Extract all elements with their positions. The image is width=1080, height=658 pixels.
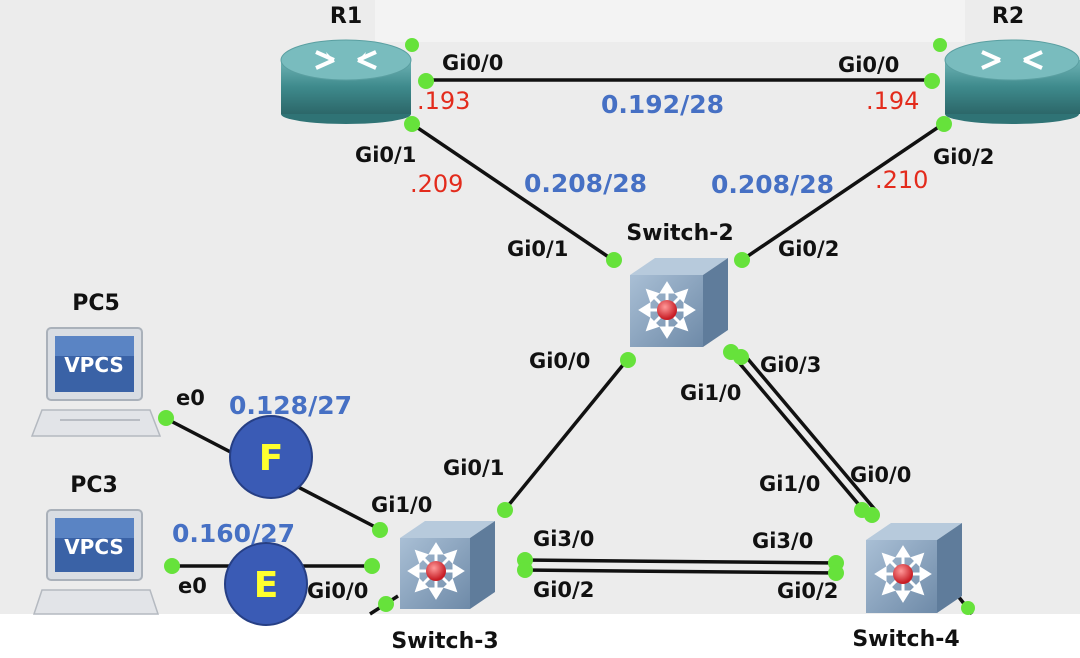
port-sw4-gi00: Gi0/0 xyxy=(850,463,911,487)
switch-3[interactable] xyxy=(400,521,495,609)
port-sw3-gi01: Gi0/1 xyxy=(443,456,504,480)
port-sw2-gi03: Gi0/3 xyxy=(760,353,821,377)
port-sw3-gi10: Gi1/0 xyxy=(371,493,432,517)
net-r1-switch2: 0.208/28 xyxy=(524,169,647,198)
ip-r2-gi00: .194 xyxy=(866,87,919,115)
vpcs-label: VPCS xyxy=(64,353,124,377)
label-pc3: PC3 xyxy=(70,473,118,498)
link-switch3-switch4-b xyxy=(522,568,839,575)
pc5[interactable]: VPCS xyxy=(30,327,162,437)
label-switch3: Switch-3 xyxy=(391,629,498,654)
port-sw4-gi10: Gi1/0 xyxy=(759,472,820,496)
bottom-band xyxy=(0,614,1080,658)
net-r2-switch2: 0.208/28 xyxy=(711,170,834,199)
link-switch2-switch4-b xyxy=(740,350,879,514)
label-r1: R1 xyxy=(330,4,362,29)
marker-e-letter: E xyxy=(254,565,279,606)
marker-e: E xyxy=(224,542,308,626)
port-sw3-gi02: Gi0/2 xyxy=(533,578,594,602)
net-pc3: 0.160/27 xyxy=(172,519,295,548)
port-r2-gi02: Gi0/2 xyxy=(933,145,994,169)
port-pc5-e0: e0 xyxy=(176,386,205,410)
port-sw2-gi10: Gi1/0 xyxy=(680,381,741,405)
net-pc5: 0.128/27 xyxy=(229,391,352,420)
label-r2: R2 xyxy=(992,4,1024,29)
link-switch2-switch3 xyxy=(501,358,629,514)
port-sw4-gi30: Gi3/0 xyxy=(752,529,813,553)
marker-f-letter: F xyxy=(259,438,284,479)
ip-r1-gi01: .209 xyxy=(410,170,463,198)
port-pc3-e0: e0 xyxy=(178,574,207,598)
ip-r1-gi00: .193 xyxy=(417,87,470,115)
router-r2[interactable] xyxy=(944,39,1080,124)
port-sw2-gi00: Gi0/0 xyxy=(529,349,590,373)
vpcs-label: VPCS xyxy=(64,535,124,559)
port-sw3-gi00: Gi0/0 xyxy=(307,579,368,603)
port-status-dots xyxy=(158,38,975,615)
port-r1-gi01: Gi0/1 xyxy=(355,143,416,167)
label-pc5: PC5 xyxy=(72,291,120,316)
ip-r2-gi02: .210 xyxy=(875,166,928,194)
router-icon xyxy=(981,50,1043,70)
router-r1[interactable] xyxy=(280,39,412,124)
port-r2-gi00: Gi0/0 xyxy=(838,53,899,77)
port-sw4-gi02: Gi0/2 xyxy=(777,579,838,603)
switch-icon xyxy=(639,282,695,338)
label-switch4: Switch-4 xyxy=(852,627,959,652)
label-switch2: Switch-2 xyxy=(626,221,733,246)
link-switch3-switch4-a xyxy=(522,558,839,565)
port-sw2-gi01: Gi0/1 xyxy=(507,237,568,261)
pc3[interactable]: VPCS xyxy=(32,509,160,615)
link-r1-switch2 xyxy=(411,122,614,262)
link-r2-switch2 xyxy=(741,122,944,262)
switch-icon xyxy=(408,543,464,599)
port-r1-gi00: Gi0/0 xyxy=(442,51,503,75)
link-switch2-switch4-a xyxy=(728,350,867,514)
port-sw2-gi02: Gi0/2 xyxy=(778,237,839,261)
top-band xyxy=(375,0,965,42)
switch-icon xyxy=(875,546,931,602)
switch-4[interactable] xyxy=(866,523,962,613)
switch-2[interactable] xyxy=(630,258,728,347)
port-sw3-gi30: Gi3/0 xyxy=(533,527,594,551)
net-r1-r2: 0.192/28 xyxy=(601,90,724,119)
marker-f: F xyxy=(229,415,313,499)
